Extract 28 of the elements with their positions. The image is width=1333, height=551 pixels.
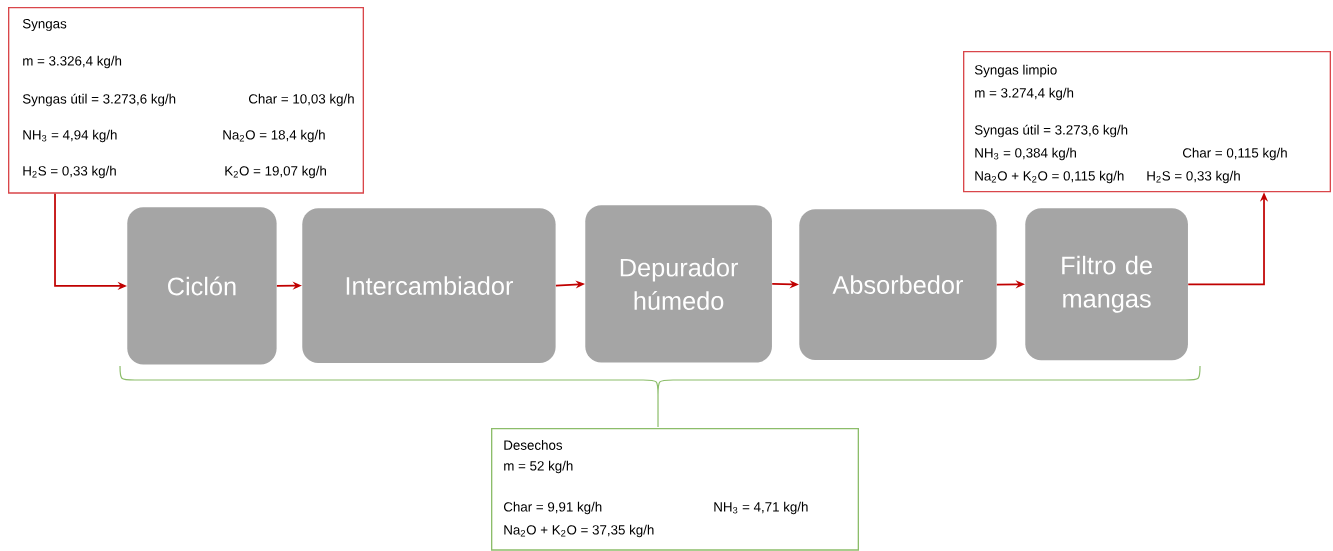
stream-heading: Desechos: [504, 440, 563, 450]
process-box: Absorbedor: [799, 209, 997, 360]
process-box: Ciclón: [127, 207, 277, 365]
stream-data-box: [8, 7, 364, 194]
flow-value: m = 3.274,4 kg/h: [975, 87, 1074, 101]
flow-value: Na$_{2}$O + K$_{2}$O = 37,35 kg/h: [504, 524, 654, 538]
flow-value: Na$_{2}$O + K$_{2}$O = 0,115 kg/h: [975, 170, 1124, 184]
stream-heading: Syngas limpio: [974, 64, 1057, 78]
flow-value: Char = 0,115 kg/h: [1182, 147, 1287, 161]
flow-value: Na$_{2}$O = 18,4 kg/h: [223, 129, 325, 143]
flow-value: K$_{2}$O = 19,07 kg/h: [225, 165, 326, 179]
process-box: Filtro de mangas: [1025, 208, 1188, 361]
flow-value: m = 52 kg/h: [504, 460, 573, 474]
flow-value: H$_{2}$S = 0,33 kg/h: [23, 165, 116, 179]
flow-value: NH$_{3}$ = 4,71 kg/h: [714, 501, 808, 515]
flow-value: NH$_{3}$ = 0,384 kg/h: [975, 147, 1076, 161]
stream-heading: Syngas: [22, 18, 67, 32]
flow-value: H$_{2}$S = 0,33 kg/h: [1147, 170, 1240, 184]
flow-value: Char = 9,91 kg/h: [503, 501, 602, 515]
flow-value: NH$_{3}$ = 4,94 kg/h: [23, 129, 117, 143]
stream-data-box: [963, 51, 1331, 193]
stream-data-box: [491, 428, 859, 551]
flow-value: Syngas útil = 3.273,6 kg/h: [974, 124, 1128, 138]
process-box: Depurador húmedo: [585, 205, 772, 363]
flow-value: Char = 10,03 kg/h: [248, 93, 354, 107]
process-box: Intercambiador: [302, 208, 556, 363]
flow-value: Syngas útil = 3.273,6 kg/h: [22, 93, 176, 107]
flow-value: m = 3.326,4 kg/h: [23, 55, 122, 69]
